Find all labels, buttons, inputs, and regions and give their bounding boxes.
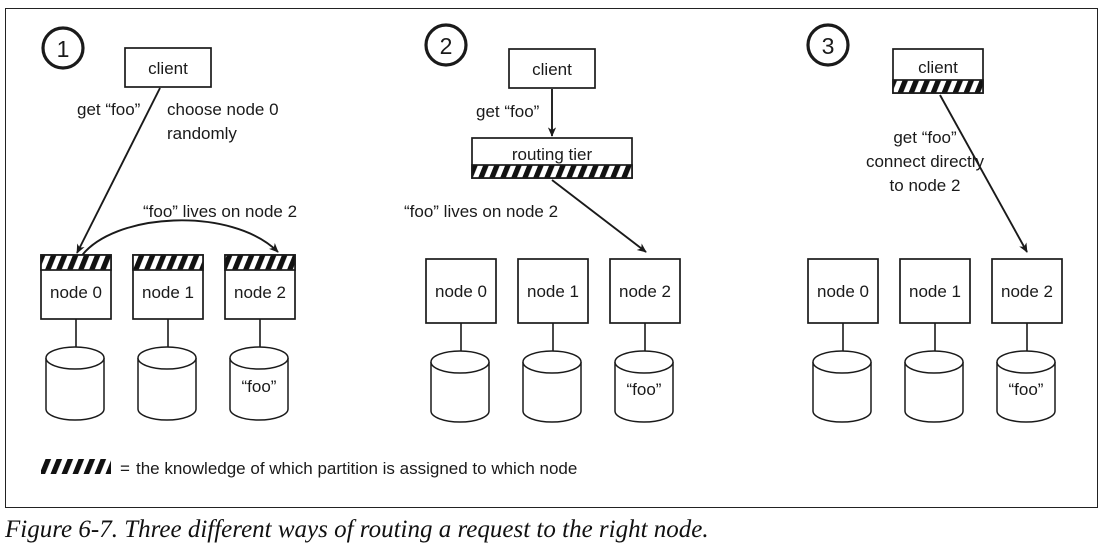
disk-cylinder-1 <box>137 346 197 421</box>
node-label: node 1 <box>909 282 961 301</box>
node-label: node 0 <box>435 282 487 301</box>
request-label: get “foo” <box>476 102 540 121</box>
disk-cylinder-1 <box>904 350 964 423</box>
node-label: node 0 <box>50 283 102 302</box>
client-box[interactable]: client <box>124 47 212 88</box>
disk-label: “foo” <box>242 377 277 396</box>
disk-cylinder-0 <box>812 350 872 423</box>
client-box[interactable]: client <box>892 48 984 94</box>
disk-cylinder-1 <box>522 350 582 423</box>
router-to-node2-arrow <box>551 179 647 253</box>
client-label: client <box>532 60 572 79</box>
step-badge-2: 2 <box>424 23 468 67</box>
legend-text: the knowledge of which partition is assi… <box>136 459 577 478</box>
request-label-line3: to node 2 <box>890 176 961 195</box>
node-box-0[interactable]: node 0 <box>40 254 112 320</box>
node-box-1[interactable]: node 1 <box>517 258 589 324</box>
node-box-1[interactable]: node 1 <box>132 254 204 320</box>
routing-tier-label: routing tier <box>512 145 593 164</box>
hatch-band <box>471 164 633 179</box>
node-box-0[interactable]: node 0 <box>807 258 879 324</box>
disk-label: “foo” <box>1009 380 1044 399</box>
hatch-swatch-icon <box>41 459 111 474</box>
legend-equals: = <box>120 459 130 478</box>
step-number: 3 <box>822 33 835 59</box>
disk-label: “foo” <box>627 380 662 399</box>
legend: = the knowledge of which partition is as… <box>41 459 577 478</box>
node-label: node 2 <box>234 283 286 302</box>
strategy-label-line2: randomly <box>167 124 237 143</box>
step-badge-3: 3 <box>806 23 850 67</box>
node-box-0[interactable]: node 0 <box>425 258 497 324</box>
redirect-label: “foo” lives on node 2 <box>143 202 297 221</box>
disk-cylinder-2: “foo” <box>996 350 1056 423</box>
lookup-label: “foo” lives on node 2 <box>404 202 558 221</box>
disk-cylinder-2: “foo” <box>229 346 289 421</box>
panel-2: 2 client get “foo” routing tier “foo” li… <box>404 23 681 423</box>
hatch-band <box>224 254 296 271</box>
node-box-2[interactable]: node 2 <box>609 258 681 324</box>
strategy-label-line1: choose node 0 <box>167 100 279 119</box>
node-label: node 2 <box>619 282 671 301</box>
panel-3: 3 client get “foo” connect directly to n… <box>806 23 1063 423</box>
node-box-2[interactable]: node 2 <box>224 254 296 320</box>
step-number: 2 <box>440 33 453 59</box>
step-badge-1: 1 <box>41 26 85 70</box>
hatch-band <box>40 254 112 271</box>
node-box-2[interactable]: node 2 <box>991 258 1063 324</box>
hatch-band <box>892 79 984 94</box>
panel-1: 1 client get “foo” choose node 0 randoml… <box>40 26 297 421</box>
disk-cylinder-2: “foo” <box>614 350 674 423</box>
node-label: node 1 <box>142 283 194 302</box>
hatch-band <box>132 254 204 271</box>
node0-to-node2-arrow <box>79 219 279 259</box>
request-label-line1: get “foo” <box>893 128 957 147</box>
client-label: client <box>918 58 958 77</box>
routing-tier-box[interactable]: routing tier <box>471 137 633 179</box>
disk-cylinder-0 <box>45 346 105 421</box>
client-to-node0-arrow <box>76 87 161 254</box>
client-to-node2-arrow <box>939 94 1028 253</box>
request-label: get “foo” <box>77 100 141 119</box>
node-box-1[interactable]: node 1 <box>899 258 971 324</box>
node-label: node 2 <box>1001 282 1053 301</box>
disk-cylinder-0 <box>430 350 490 423</box>
node-label: node 0 <box>817 282 869 301</box>
client-label: client <box>148 59 188 78</box>
client-box[interactable]: client <box>508 48 596 89</box>
figure-caption: Figure 6-7. Three different ways of rout… <box>5 516 709 543</box>
request-label-line2: connect directly <box>866 152 985 171</box>
step-number: 1 <box>57 36 70 62</box>
node-label: node 1 <box>527 282 579 301</box>
